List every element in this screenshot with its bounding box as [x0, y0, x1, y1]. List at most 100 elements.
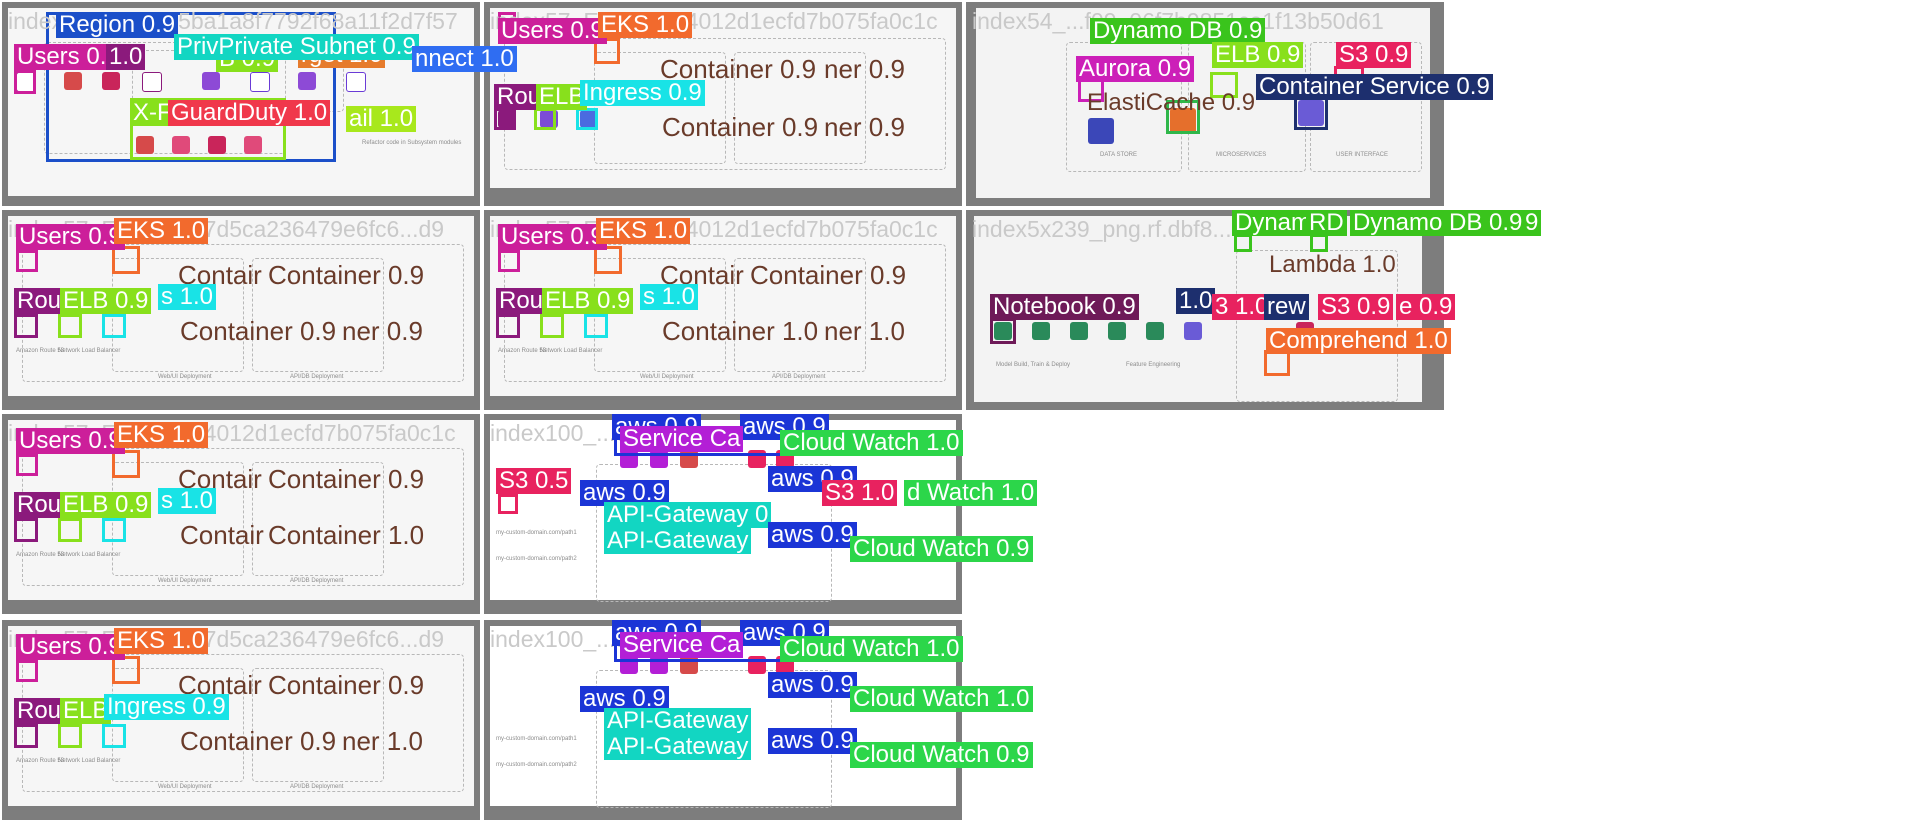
service-icon: [136, 136, 154, 154]
zone-caption: Web/UI Deployment: [158, 784, 212, 790]
service-icon: [172, 136, 190, 154]
tile-1: index_region_db5ba1a8f7792f68a11f2d7f57 …: [2, 2, 517, 206]
detection-label: nnect 1.0: [412, 46, 517, 72]
detection-box: [112, 246, 140, 274]
detection-label: Comprehend 1.0: [1266, 328, 1451, 354]
detection-box: [594, 246, 622, 274]
detection-label: aws 0.9: [768, 672, 857, 698]
detection-label: Cloud Watch 0.9: [850, 536, 1033, 562]
detection-label: Cloud Watch 1.0: [780, 430, 963, 456]
detection-label: Rou: [14, 288, 65, 314]
ingress-icon: [580, 110, 598, 128]
zone-caption: MICROSERVICES: [1216, 152, 1267, 158]
tile-9: index57_EKS_fc317d5ca236479e6fc6...d9 Co…: [2, 620, 480, 820]
detection-label: RD: [1306, 210, 1347, 236]
zone-caption: API/DB Deployment: [290, 578, 344, 584]
domain-note: my-custom-domain.com/path1: [496, 530, 577, 536]
detection-label: rew: [1264, 294, 1309, 320]
service-icon: [1070, 322, 1088, 340]
icon-caption: Amazon Route 53: [16, 758, 65, 764]
detection-box: [576, 108, 598, 130]
cache-icon: [1170, 108, 1196, 134]
detection-label: API-Gateway 0: [604, 502, 772, 528]
zone-caption: Web/UI Deployment: [158, 374, 212, 380]
detection-box: [16, 250, 38, 272]
detection-label: ail 1.0: [346, 106, 417, 132]
detection-label: Ingress 0.9: [580, 80, 705, 106]
router-icon: [498, 110, 516, 128]
service-icon: [102, 72, 120, 90]
diagram-zone: [252, 668, 384, 782]
icon-caption: Network Load Balancer: [58, 758, 121, 764]
detection-label: Notebook 0.9: [990, 294, 1139, 320]
diagram-zone: [252, 258, 384, 372]
overlap-text: Container 0.9: [180, 726, 337, 756]
detection-label: Ingress 0.9: [104, 694, 229, 720]
detection-label: Users 0.9: [498, 224, 607, 250]
detection-label: Cloud Watch 0.9: [850, 742, 1033, 768]
detection-box: [494, 108, 516, 130]
service-icon: [1108, 322, 1126, 340]
icon-caption: Amazon Route 53: [16, 348, 65, 354]
detection-label: Aurora 0.9: [1076, 56, 1195, 82]
detection-label: Dynam: [1232, 210, 1315, 236]
service-icon: [1146, 322, 1164, 340]
tile-10: index100_...d095 my-custom-domain.com/pa…: [484, 620, 1033, 820]
overlap-text: ner 0.9: [342, 316, 423, 346]
detection-label: Rou: [496, 288, 547, 314]
overlap-text: Container 0.9: [660, 54, 817, 84]
detection-label: Rou: [14, 492, 65, 518]
detection-label: Lambda 1.0: [1269, 251, 1396, 278]
tile-3: index54_...f09_06f7b9851ce1f13b50d61 DAT…: [966, 2, 1493, 206]
zone-caption: Web/UI Deployment: [640, 374, 694, 380]
detection-box: [58, 724, 82, 748]
detection-label: 1.0: [106, 44, 146, 70]
domain-note: my-custom-domain.com/path1: [496, 736, 577, 742]
detection-label: ELB: [536, 84, 588, 110]
tile-5: index57_EKS_1cfb4012d1ecfd7b075fa0c1c Co…: [484, 210, 962, 410]
icon-caption: Amazon Route 53: [498, 348, 547, 354]
detection-label: X-F: [130, 100, 175, 126]
detection-box: [584, 314, 608, 338]
detection-box: [14, 314, 38, 338]
detection-label: aws 0.9: [580, 686, 669, 712]
crosshair-icon: [346, 72, 366, 92]
domain-note: my-custom-domain.com/path2: [496, 556, 577, 562]
detection-label: ELB 0.9: [60, 288, 152, 314]
detection-label: API-Gateway: [604, 734, 752, 760]
tile-title: index5x239_png.rf.dbf8...: [972, 216, 1232, 242]
detection-box: [130, 98, 286, 160]
detection-label: ElastiCache 0.9: [1087, 89, 1256, 116]
detection-label: aws 0.9: [768, 522, 857, 548]
service-icon: [1032, 322, 1050, 340]
detection-label: Users 0.9: [14, 44, 123, 70]
detection-box: [594, 38, 620, 64]
detection-box: [498, 494, 518, 514]
overlap-text: Container 0.9: [268, 260, 425, 290]
overlap-text: ner 0.9: [824, 54, 905, 84]
lock-icon: [250, 72, 270, 92]
detection-box: [14, 70, 36, 94]
detection-label: ELB 0.9: [542, 288, 634, 314]
detection-box: [14, 724, 38, 748]
icon-caption: Network Load Balancer: [58, 348, 121, 354]
detection-box: [540, 314, 564, 338]
icon-caption: Network Load Balancer: [58, 552, 121, 558]
detection-box: [112, 450, 140, 478]
tile-4: index57_EKS_fc317d5ca236479e6fc6...d9 Co…: [2, 210, 480, 410]
detection-box: [498, 250, 520, 272]
detection-box: [112, 656, 140, 684]
detection-label: API-Gateway: [604, 528, 752, 554]
detection-label: aws 0.9: [580, 480, 669, 506]
network-icon: [202, 72, 220, 90]
detection-box: [1294, 96, 1328, 130]
detection-label: Rou: [14, 698, 65, 724]
detection-box: [534, 108, 556, 130]
step-caption: Model Build, Train & Deploy: [996, 362, 1071, 368]
detection-box: [496, 314, 520, 338]
overlap-text: Container 0.9: [662, 112, 819, 142]
service-icon: [1184, 322, 1202, 340]
service-icon: [64, 72, 82, 90]
icon-caption: Amazon Route 53: [16, 552, 65, 558]
zone-caption: USER INTERFACE: [1336, 152, 1389, 158]
